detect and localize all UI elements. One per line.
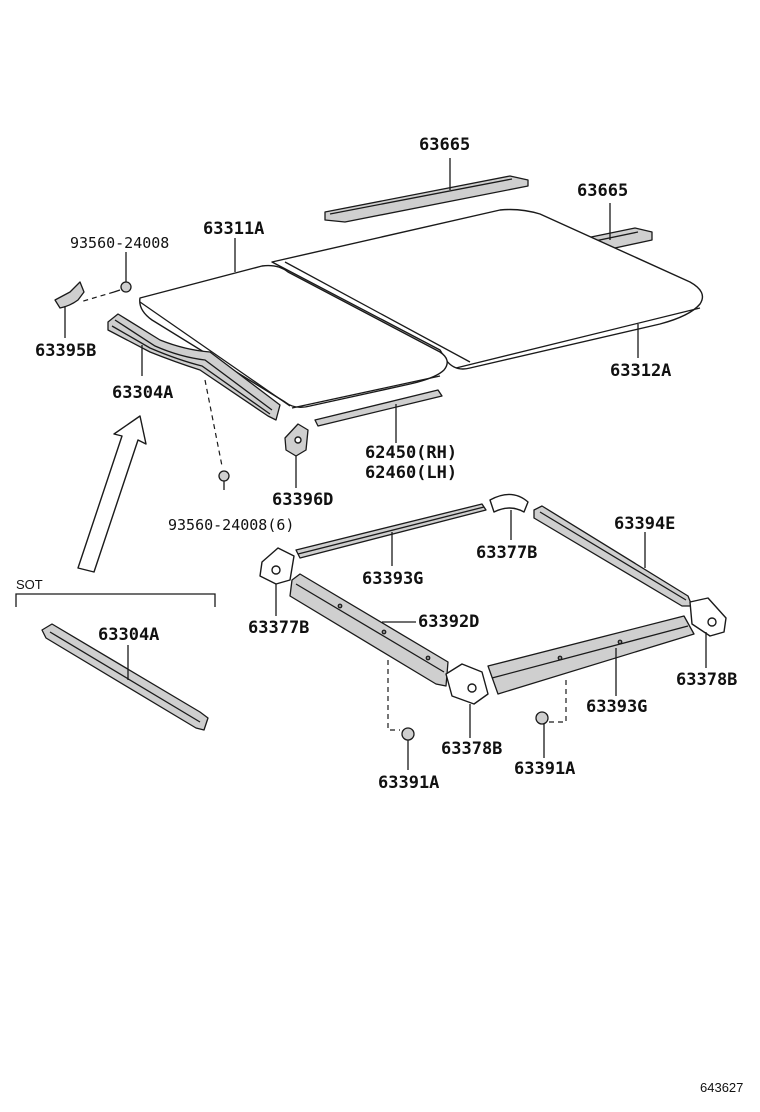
- roof-panel-front[interactable]: [139, 264, 448, 409]
- label-63393g-bottom[interactable]: 63393G: [586, 697, 647, 717]
- dashed-screw-to-clip: [79, 291, 115, 303]
- label-62450[interactable]: 62450(RH): [365, 443, 457, 463]
- label-63396d[interactable]: 63396D: [272, 490, 333, 510]
- label-62460[interactable]: 62460(LH): [365, 463, 457, 483]
- label-63377b-left[interactable]: 63377B: [248, 618, 309, 638]
- label-63391a-left[interactable]: 63391A: [378, 773, 439, 793]
- screw-63391a-right[interactable]: [535, 711, 549, 725]
- dashed-header-screw: [204, 379, 223, 467]
- rail-63393g-bottom[interactable]: [487, 615, 695, 695]
- label-63665-a[interactable]: 63665: [419, 135, 470, 155]
- bracket-63377b-top[interactable]: [489, 493, 529, 513]
- diagram-number: 643627: [700, 1080, 743, 1095]
- screw-63391a-left[interactable]: [401, 727, 415, 741]
- label-63395b[interactable]: 63395B: [35, 341, 96, 361]
- corner-63377b-left[interactable]: [259, 547, 295, 585]
- clip-63395b[interactable]: [54, 281, 85, 309]
- label-93560-24008-6[interactable]: 93560-24008(6): [168, 516, 294, 534]
- roof-header-sot[interactable]: [41, 623, 209, 731]
- direction-arrow: [77, 415, 147, 573]
- label-63304a-sot[interactable]: 63304A: [98, 625, 159, 645]
- corner-63378b-right[interactable]: [689, 597, 727, 637]
- weatherstrip-62450-62460[interactable]: [314, 389, 443, 427]
- label-sot: SOT: [16, 577, 43, 592]
- label-63377b-right[interactable]: 63377B: [476, 543, 537, 563]
- label-63392d[interactable]: 63392D: [418, 612, 479, 632]
- label-63665-b[interactable]: 63665: [577, 181, 628, 201]
- label-63391a-right[interactable]: 63391A: [514, 759, 575, 779]
- roof-header-front[interactable]: [107, 313, 281, 421]
- roof-molding-front[interactable]: [324, 175, 529, 223]
- screw-93560-6[interactable]: [218, 470, 230, 490]
- label-63394e[interactable]: 63394E: [614, 514, 675, 534]
- label-93560-24008[interactable]: 93560-24008: [70, 234, 169, 252]
- rail-63392d[interactable]: [289, 573, 449, 687]
- dashed-screw-right: [548, 680, 567, 723]
- label-63393g-top[interactable]: 63393G: [362, 569, 423, 589]
- dashed-screw-left: [387, 660, 400, 731]
- screw-93560-top[interactable]: [113, 281, 132, 293]
- label-63311a[interactable]: 63311A: [203, 219, 264, 239]
- label-63378b-right[interactable]: 63378B: [676, 670, 737, 690]
- label-63312a[interactable]: 63312A: [610, 361, 671, 381]
- label-63378b-left[interactable]: 63378B: [441, 739, 502, 759]
- roof-panel-rear[interactable]: [271, 208, 704, 370]
- rail-63393g-top[interactable]: [295, 503, 487, 559]
- sot-group-bracket: [15, 593, 216, 607]
- label-63304a-top[interactable]: 63304A: [112, 383, 173, 403]
- corner-63378b-left[interactable]: [445, 663, 489, 705]
- bracket-63396d[interactable]: [284, 423, 309, 457]
